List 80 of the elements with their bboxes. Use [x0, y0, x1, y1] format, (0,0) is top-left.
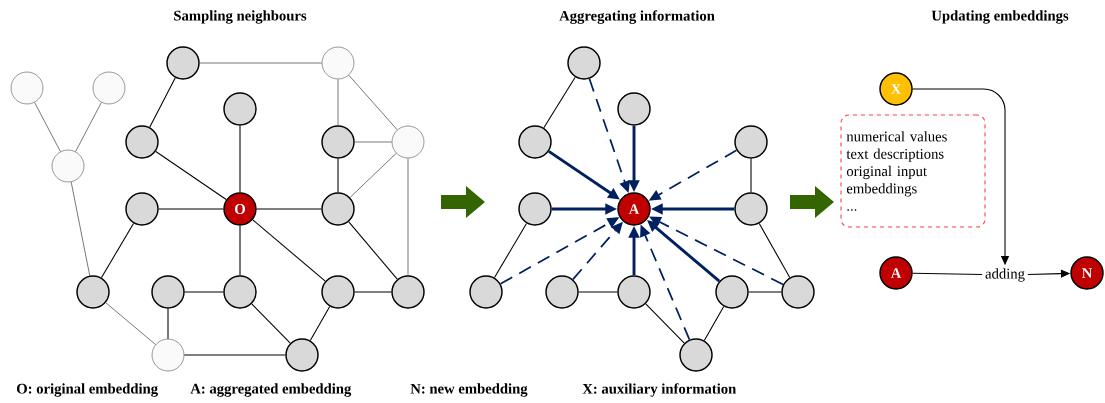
- connector-line: [251, 303, 291, 344]
- graph-node: [10, 71, 44, 105]
- graph-node: [51, 149, 85, 183]
- connector-line: [309, 306, 331, 341]
- graph-node: [223, 92, 257, 126]
- connector-line: [354, 141, 393, 143]
- connector-line: [912, 272, 983, 276]
- legend-note: X: auxiliary information: [582, 383, 737, 397]
- connector-line: [407, 157, 409, 276]
- graph-node: [715, 275, 749, 309]
- graph-node: [151, 338, 185, 372]
- graph-node: [567, 46, 601, 80]
- connector-line: [703, 306, 725, 341]
- graph-node: [518, 192, 552, 226]
- graph-node: [223, 275, 257, 309]
- connector-line: [578, 291, 618, 293]
- graph-node: [679, 338, 713, 372]
- dashed-text-box: numerical values text descriptions original input embeddings ...: [840, 114, 986, 228]
- graph-node: [321, 46, 355, 80]
- legend-note: A: aggregated embedding: [190, 383, 352, 397]
- graph-node: [545, 275, 579, 309]
- graph-node: [166, 46, 200, 80]
- connector-line: [70, 181, 91, 276]
- connector-line: [337, 158, 339, 193]
- connector-line: [354, 291, 392, 293]
- panel-heading: Updating embeddings: [931, 10, 1069, 24]
- graph-node: [469, 275, 503, 309]
- connector-line: [252, 219, 326, 282]
- connector-line: [256, 208, 322, 210]
- block-arrow: [790, 186, 834, 218]
- connector-line: [155, 150, 227, 201]
- graph-node: A: [617, 192, 651, 226]
- connector-line: [100, 222, 135, 279]
- graph-node: [321, 192, 355, 226]
- connector-line: [494, 222, 528, 279]
- connector-line: [348, 221, 398, 280]
- connector-line: [337, 78, 339, 126]
- connector-line: [758, 223, 791, 278]
- graph-node: [321, 125, 355, 159]
- panel-heading: Aggregating information: [559, 10, 715, 24]
- graph-node: [125, 192, 159, 226]
- graph-node: O: [223, 192, 257, 226]
- connector-line: [543, 76, 576, 129]
- connector-line: [348, 74, 398, 131]
- graph-node: [76, 275, 110, 309]
- graph-node: [617, 275, 651, 309]
- connector-line: [149, 77, 176, 128]
- connector-line: [645, 303, 685, 344]
- connector-line: [184, 291, 224, 293]
- connector-line: [75, 102, 102, 152]
- graph-node: [125, 125, 159, 159]
- connector-line: [239, 125, 241, 193]
- connector-line: [199, 62, 323, 64]
- connector-line: [750, 158, 752, 193]
- graph-node: A: [879, 256, 913, 290]
- graph-node: [391, 125, 425, 159]
- graph-node: [391, 275, 425, 309]
- legend-note: N: new embedding: [410, 383, 528, 397]
- connector-line: [349, 152, 397, 198]
- connector-line: [748, 291, 782, 293]
- graph-node: N: [1070, 256, 1104, 290]
- graph-node: [92, 71, 126, 105]
- operation-label: adding: [982, 265, 1028, 285]
- connector-line: [158, 208, 224, 210]
- graph-node: [734, 125, 768, 159]
- graph-node: [321, 275, 355, 309]
- graph-node: [518, 125, 552, 159]
- connector-line: [105, 302, 156, 345]
- graph-node: [781, 275, 815, 309]
- graph-node: [285, 338, 319, 372]
- graph-node: [617, 92, 651, 126]
- graph-node: X: [879, 72, 913, 106]
- connector-line: [183, 354, 286, 356]
- connector-line: [239, 225, 241, 276]
- graph-node: [734, 192, 768, 226]
- legend-note: O: original embedding: [17, 383, 158, 397]
- panel-heading: Sampling neighbours: [174, 10, 307, 24]
- connector-line: [167, 308, 169, 340]
- connector-line: [34, 102, 61, 152]
- graph-node: [151, 275, 185, 309]
